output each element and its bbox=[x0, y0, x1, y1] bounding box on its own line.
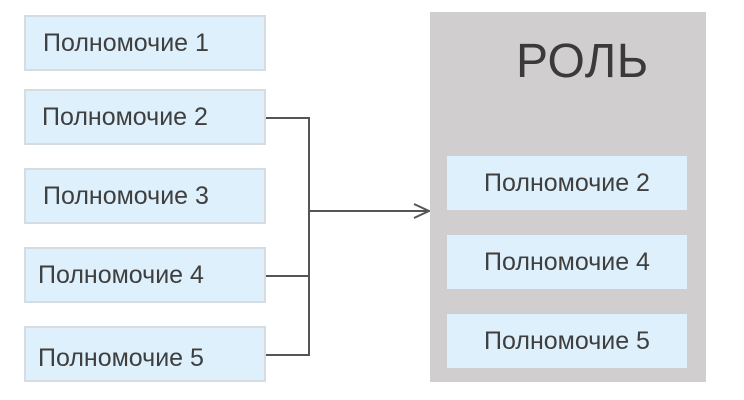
permission-label-5: Полномочие 5 bbox=[38, 343, 204, 372]
permission-label-1: Полномочие 1 bbox=[43, 28, 209, 57]
permission-box-2: Полномочие 2 bbox=[24, 89, 266, 145]
role-item-1: Полномочие 2 bbox=[447, 156, 687, 210]
role-panel: РОЛЬ Полномочие 2 Полномочие 4 Полномочи… bbox=[430, 12, 706, 382]
arrow-head-icon bbox=[413, 203, 432, 219]
permission-box-1: Полномочие 1 bbox=[24, 15, 266, 71]
permission-box-3: Полномочие 3 bbox=[24, 168, 266, 224]
permission-label-2: Полномочие 2 bbox=[42, 102, 208, 131]
permission-label-3: Полномочие 3 bbox=[43, 181, 209, 210]
role-item-2: Полномочие 4 bbox=[447, 235, 687, 289]
connector-from-permission-5 bbox=[266, 276, 310, 356]
permission-box-5: Полномочие 5 bbox=[24, 326, 266, 382]
role-title: РОЛЬ bbox=[516, 35, 649, 88]
connector-from-permission-2 bbox=[266, 117, 310, 211]
role-item-label-1: Полномочие 2 bbox=[484, 168, 650, 197]
role-item-label-3: Полномочие 5 bbox=[484, 326, 650, 355]
role-item-3: Полномочие 5 bbox=[447, 314, 687, 368]
permission-label-4: Полномочие 4 bbox=[38, 260, 204, 289]
connector-from-permission-4 bbox=[266, 211, 310, 277]
permission-box-4: Полномочие 4 bbox=[24, 247, 266, 303]
role-item-label-2: Полномочие 4 bbox=[484, 247, 650, 276]
